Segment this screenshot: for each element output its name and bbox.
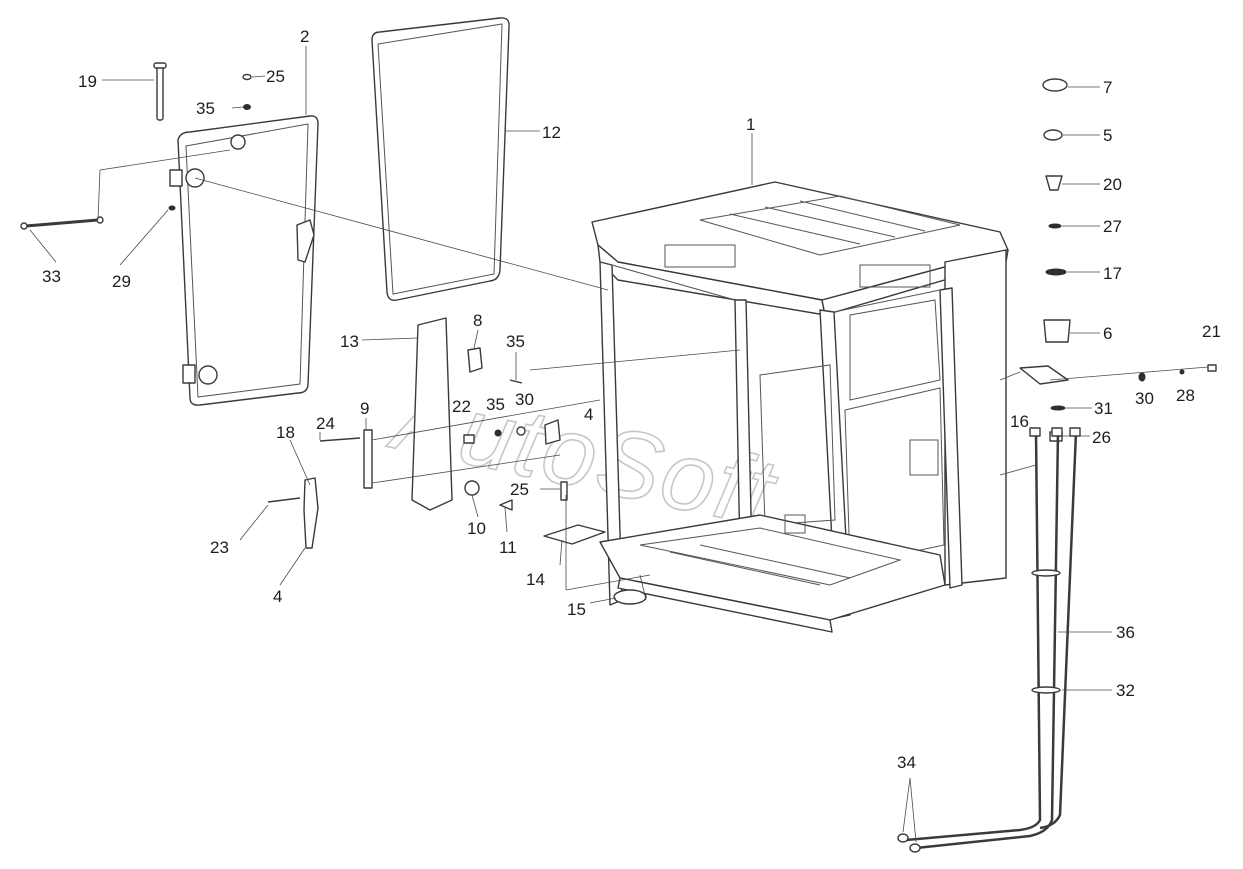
label-10: 10 bbox=[467, 519, 486, 538]
label-19: 19 bbox=[78, 72, 97, 91]
nut-35-mid bbox=[494, 429, 502, 437]
label-33: 33 bbox=[42, 267, 61, 286]
stop-11 bbox=[499, 499, 513, 511]
latch bbox=[544, 419, 561, 445]
bolt-35-upper bbox=[509, 379, 523, 384]
handle-lever bbox=[303, 477, 319, 549]
door-frame bbox=[169, 115, 319, 406]
label-6: 6 bbox=[1103, 324, 1112, 343]
cup-6 bbox=[1043, 319, 1071, 343]
label-26: 26 bbox=[1092, 428, 1111, 447]
seal-31 bbox=[1050, 405, 1066, 411]
label-30-right: 30 bbox=[1135, 389, 1154, 408]
label-28: 28 bbox=[1176, 386, 1195, 405]
washer-30-right bbox=[1138, 372, 1146, 382]
label-34: 34 bbox=[897, 753, 916, 772]
label-27: 27 bbox=[1103, 217, 1122, 236]
bracket-16 bbox=[1019, 365, 1069, 385]
label-5: 5 bbox=[1103, 126, 1112, 145]
knob-10 bbox=[464, 480, 480, 496]
label-4-left: 4 bbox=[273, 587, 282, 606]
label-35-mid: 35 bbox=[486, 395, 505, 414]
label-1: 1 bbox=[746, 115, 755, 134]
screw-24 bbox=[319, 437, 361, 442]
label-35-upper: 35 bbox=[506, 332, 525, 351]
label-22: 22 bbox=[452, 397, 471, 416]
plug-21 bbox=[1207, 364, 1217, 372]
label-9: 9 bbox=[360, 399, 369, 418]
label-36: 36 bbox=[1116, 623, 1135, 642]
door-glass bbox=[371, 17, 510, 302]
ring-17 bbox=[1045, 268, 1067, 276]
label-25-top: 25 bbox=[266, 67, 285, 86]
label-14: 14 bbox=[526, 570, 545, 589]
fitting-20 bbox=[1045, 175, 1063, 191]
washer-25-top bbox=[242, 73, 252, 81]
trim-panel bbox=[411, 317, 453, 511]
bolt-22 bbox=[463, 434, 475, 444]
label-16: 16 bbox=[1010, 412, 1029, 431]
hose-bundle bbox=[897, 427, 1081, 853]
bracket-9 bbox=[363, 429, 373, 489]
label-31: 31 bbox=[1094, 399, 1113, 418]
label-32: 32 bbox=[1116, 681, 1135, 700]
label-7: 7 bbox=[1103, 78, 1112, 97]
hinge-pin bbox=[153, 62, 167, 121]
label-12: 12 bbox=[542, 123, 561, 142]
round-cover bbox=[613, 589, 647, 605]
label-30-mid: 30 bbox=[515, 390, 534, 409]
clip-8 bbox=[467, 347, 483, 373]
label-17: 17 bbox=[1103, 264, 1122, 283]
label-29: 29 bbox=[112, 272, 131, 291]
seal-27 bbox=[1048, 223, 1062, 229]
clip-29 bbox=[168, 205, 176, 211]
label-11: 11 bbox=[499, 538, 517, 557]
label-21: 21 bbox=[1202, 322, 1221, 341]
label-4-center: 4 bbox=[584, 405, 593, 424]
label-25-lower: 25 bbox=[510, 480, 529, 499]
ring-5 bbox=[1043, 129, 1063, 141]
callout-labels: 1 2 19 25 35 12 7 5 20 27 17 6 21 30 28 … bbox=[42, 27, 1221, 772]
label-13: 13 bbox=[340, 332, 359, 351]
label-23: 23 bbox=[210, 538, 229, 557]
leader-lines bbox=[29, 46, 1209, 843]
label-2: 2 bbox=[300, 27, 309, 46]
ball-28 bbox=[1179, 369, 1185, 375]
label-18: 18 bbox=[276, 423, 295, 442]
label-35-top: 35 bbox=[196, 99, 215, 118]
washer-30-mid bbox=[516, 426, 526, 436]
cap-7 bbox=[1042, 78, 1068, 92]
label-8: 8 bbox=[473, 311, 482, 330]
cab-frame bbox=[591, 181, 1009, 633]
door-strut bbox=[20, 216, 104, 230]
bolt-25 bbox=[560, 481, 568, 501]
screw-23 bbox=[267, 497, 301, 503]
label-15: 15 bbox=[567, 600, 586, 619]
label-20: 20 bbox=[1103, 175, 1122, 194]
label-24: 24 bbox=[316, 414, 335, 433]
floor-plate bbox=[543, 524, 606, 545]
nut-35-top bbox=[243, 104, 251, 110]
